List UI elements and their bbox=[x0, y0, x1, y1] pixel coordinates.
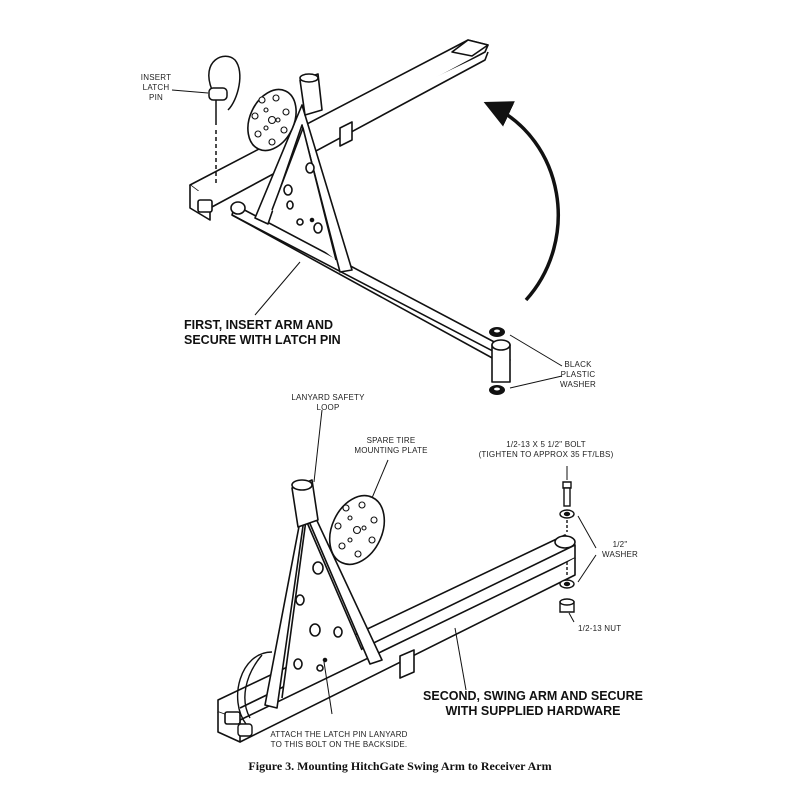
latch-pin bbox=[208, 55, 241, 185]
black-plastic-washer-label: BLACK PLASTIC WASHER bbox=[559, 360, 597, 389]
bottom-leader-lines bbox=[313, 409, 597, 715]
top-tire-plate bbox=[247, 88, 297, 152]
black-plastic-washer-icon bbox=[489, 327, 505, 395]
spare-tire-plate-label: SPARE TIRE MOUNTING PLATE bbox=[354, 436, 428, 455]
second-step-label: SECOND, SWING ARM AND SECURE WITH SUPPLI… bbox=[423, 689, 643, 718]
attach-lanyard-label: ATTACH THE LATCH PIN LANYARD TO THIS BOL… bbox=[270, 730, 408, 749]
bolt-stack bbox=[559, 481, 575, 613]
lanyard-loop-label: LANYARD SAFETY LOOP bbox=[291, 393, 365, 412]
first-step-label: FIRST, INSERT ARM AND SECURE WITH LATCH … bbox=[184, 318, 341, 347]
top-leader-lines bbox=[171, 89, 563, 389]
insert-latch-pin-label: INSERT LATCH PIN bbox=[140, 73, 172, 102]
lanyard-loop bbox=[237, 651, 273, 737]
figure-caption: Figure 3. Mounting HitchGate Swing Arm t… bbox=[248, 759, 552, 773]
washer-label: 1/2" WASHER bbox=[601, 540, 639, 559]
swing-direction-arrow bbox=[483, 101, 560, 302]
top-triangle-bracket bbox=[254, 73, 353, 273]
top-swing-arm bbox=[230, 201, 511, 383]
top-receiver-arm bbox=[189, 39, 489, 221]
bottom-triangle-bracket bbox=[264, 479, 383, 709]
nut-label: 1/2-13 NUT bbox=[578, 624, 622, 633]
bolt-label: 1/2-13 X 5 1/2" BOLT (TIGHTEN TO APPROX … bbox=[478, 440, 614, 459]
